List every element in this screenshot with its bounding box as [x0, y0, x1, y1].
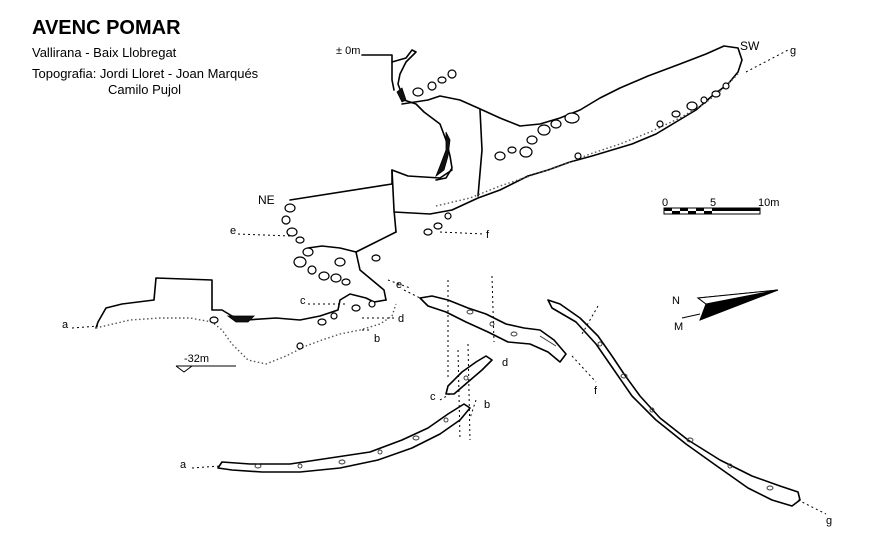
section-label-c-plan: c	[430, 391, 436, 403]
magnetic-label: M	[674, 321, 683, 333]
section-label-b-profile: b	[374, 333, 380, 345]
section-label-d-plan: d	[502, 357, 508, 369]
section-label-d-profile: d	[398, 313, 404, 325]
scale-bar: 0 5 10m	[662, 197, 779, 215]
section-label-a-plan: a	[180, 459, 187, 471]
section-label-c-profile: c	[300, 295, 306, 307]
plan-cut-lines	[191, 275, 827, 515]
section-label-f-profile: f	[486, 229, 490, 241]
map-location: Vallirana - Baix Llobregat	[32, 45, 177, 60]
section-label-g-plan: g	[826, 515, 832, 527]
cave-plan-section	[217, 295, 801, 507]
orientation-ne-label: NE	[258, 193, 275, 207]
north-label: N	[672, 295, 680, 307]
map-credits: Topografia: Jordi Lloret - Joan Marqués	[32, 66, 259, 81]
section-label-e-profile: e	[230, 225, 236, 237]
scale-tick-5: 5	[710, 197, 716, 209]
rocks-lower-gallery	[209, 300, 376, 350]
plan-floor-details	[254, 309, 774, 491]
section-label-b-plan: b	[484, 399, 490, 411]
scale-tick-10: 10m	[758, 197, 779, 209]
north-arrow-icon: N M	[672, 289, 779, 333]
rocks-ne-wall	[281, 203, 452, 286]
orientation-sw-label: SW	[740, 39, 760, 53]
rocks-upper	[412, 69, 730, 161]
profile-cut-lines	[71, 49, 789, 331]
section-label-a-profile: a	[62, 319, 69, 331]
elevation-top-label: ± 0m	[336, 45, 360, 57]
map-title: AVENC POMAR	[32, 17, 181, 39]
cave-profile-section	[95, 45, 743, 373]
scale-tick-0: 0	[662, 197, 668, 209]
elevation-bottom-label: -32m	[184, 353, 209, 365]
map-credits-cont: Camilo Pujol	[108, 82, 181, 97]
section-label-e-plan: e	[396, 279, 402, 291]
section-label-f-plan: f	[594, 385, 598, 397]
section-label-g-profile: g	[790, 45, 796, 57]
